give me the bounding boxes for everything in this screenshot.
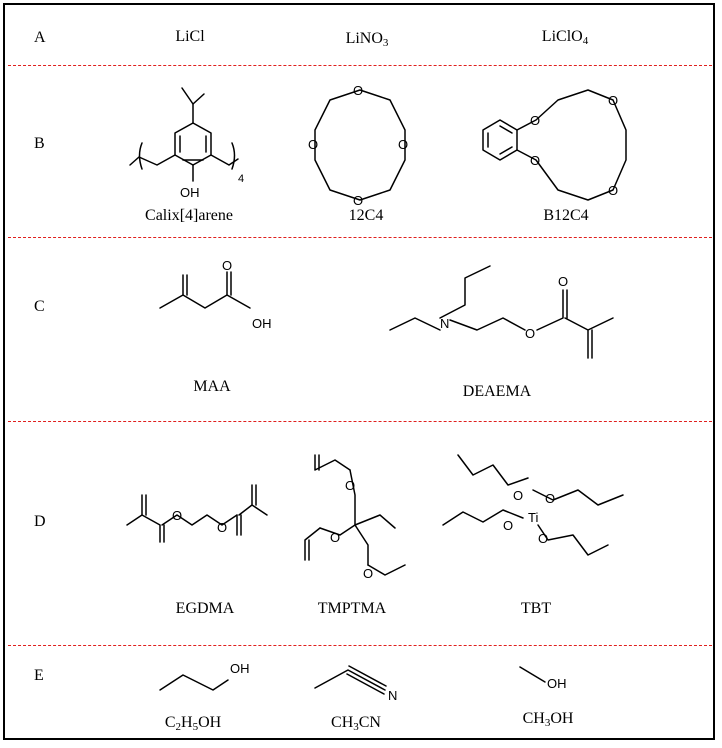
table-frame [3,3,715,740]
deaema-o-label: O [558,274,568,289]
deaema-caption: DEAEMA [462,383,532,400]
calix-n-label: 4 [238,173,244,185]
deaema-n-label: N [440,316,449,331]
o-label: O [353,193,363,208]
o-label: O [172,508,182,523]
tmptma-caption: TMPTMA [317,600,387,617]
acetonitrile-caption: CH3CN [331,714,381,733]
ethanol-oh-label: OH [230,661,250,676]
o-label: O [530,113,540,128]
o-label: O [353,83,363,98]
o-label: O [308,137,318,152]
o-label: O [363,566,373,581]
deaema-structure: N O O [389,265,614,359]
ti-label: Ti [528,510,538,525]
crown-b12c4-caption: B12C4 [543,207,589,224]
row-separator [8,65,712,66]
row-label-d: D [34,513,46,530]
calix-oh-label: OH [180,185,200,200]
egdma-caption: EGDMA [175,600,235,617]
methanol-structure: OH [519,666,567,691]
acetonitrile-structure: N [314,665,397,703]
methanol-caption: CH3OH [522,710,574,729]
o-label: O [217,520,227,535]
ethanol-structure: OH [159,661,250,691]
o-label: O [608,93,618,108]
egdma-structure: O O [126,484,268,543]
crown-12c4-structure: O O O O [308,83,408,208]
deaema-o-label: O [525,326,535,341]
acetonitrile-n-label: N [388,688,397,703]
o-label: O [503,518,513,533]
maa-caption: MAA [193,378,231,395]
salt-lino3: LiNO3 [345,30,389,49]
o-label: O [513,488,523,503]
methanol-oh-label: OH [547,676,567,691]
salt-liclo4: LiClO4 [541,28,589,47]
maa-o-label: O [222,258,232,273]
row-label-e: E [34,667,44,684]
tmptma-structure: O O O [304,454,406,581]
row-label-c: C [34,298,45,315]
o-label: O [608,183,618,198]
o-label: O [398,137,408,152]
tbt-structure: Ti O O O O [442,454,624,556]
salt-licl: LiCl [175,28,205,45]
maa-oh-label: OH [252,316,272,331]
row-label-b: B [34,135,45,152]
o-label: O [530,153,540,168]
o-label: O [345,478,355,493]
row-separator [8,645,712,646]
crown-b12c4-structure: O O O O [482,89,627,201]
maa-structure: O OH [159,258,272,331]
crown-12c4-caption: 12C4 [348,207,384,224]
calixarene-caption: Calix[4]arene [145,207,233,224]
row-separator [8,237,712,238]
row-label-a: A [34,29,46,46]
o-label: O [545,491,555,506]
calixarene-structure: OH 4 [129,87,244,200]
o-label: O [538,531,548,546]
row-separator [8,421,712,422]
o-label: O [330,530,340,545]
ethanol-caption: C2H5OH [164,714,222,733]
tbt-caption: TBT [520,600,552,617]
